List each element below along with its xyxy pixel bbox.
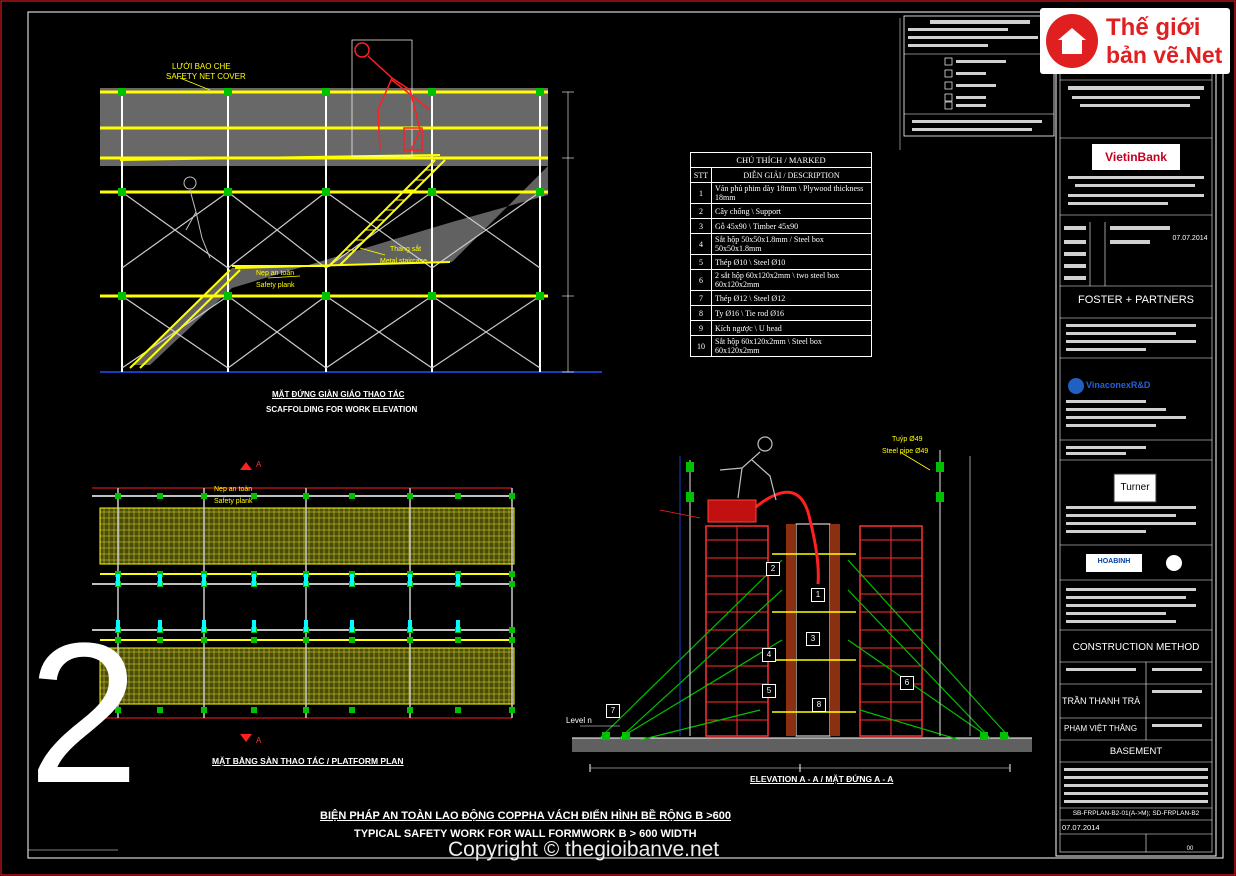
date-top: 07.07.2014 (1172, 235, 1208, 242)
house-icon (1046, 14, 1098, 68)
legend-header-row: STT DIỄN GIẢI / DESCRIPTION (691, 168, 871, 183)
marker-tag: 4 (762, 648, 776, 662)
main-title-vi: BIỆN PHÁP AN TOÀN LAO ĐỘNG COPPHA VÁCH Đ… (320, 810, 732, 822)
marker-tag: 7 (606, 704, 620, 718)
legend-row-description: Sắt hộp 50x50x1.8mm / Steel box 50x50x1.… (715, 235, 824, 253)
legend-row-description: Cây chống \ Support (715, 206, 781, 216)
legend-row-description: Thép Ø10 \ Steel Ø10 (715, 257, 786, 267)
worker-figure-section (719, 436, 777, 501)
legend-row-description: 2 sắt hộp 60x120x2mm \ two steel box 60x… (715, 271, 840, 289)
level-basement: BASEMENT (1109, 746, 1163, 757)
legend-row-number: 2 (691, 204, 712, 218)
scaffold-elevation (100, 39, 602, 373)
section-elevation (572, 436, 1032, 772)
legend-col-stt: STT (691, 168, 712, 182)
legend-row-number: 5 (691, 255, 712, 269)
plan-plank-label-en: Safety plank (214, 498, 253, 505)
title-block-lines (1060, 79, 1212, 852)
legend-col-desc: DIỄN GIẢI / DESCRIPTION (743, 170, 840, 180)
platform-plan (92, 462, 515, 742)
turner-logo: Turner (1120, 482, 1150, 493)
main-title-en: TYPICAL SAFETY WORK FOR WALL FORMWORK B … (354, 828, 697, 840)
safety-net-label-vi: LƯỚI BAO CHE (172, 62, 231, 71)
vietinbank-logo-box (1092, 144, 1180, 170)
pipe-label-vi: Tuýp Ø49 (892, 436, 923, 443)
elevation-title-vi: MẶT ĐỨNG GIÀN GIÁO THAO TÁC (272, 390, 405, 399)
hoabinh-logo: HOABINH (1097, 558, 1131, 565)
legend-row-number: 8 (691, 306, 712, 320)
section-title: ELEVATION A - A / MẶT ĐỨNG A - A (750, 774, 894, 784)
safety-net-label-en: SAFETY NET COVER (166, 72, 246, 81)
site-logo[interactable]: Thế giới bản vẽ.Net (1040, 8, 1230, 74)
copyright-watermark: Copyright © thegioibanve.net (448, 838, 720, 861)
legend-row-description: Gỗ 45x90 \ Timber 45x90 (715, 221, 799, 231)
legend-row-number: 9 (691, 321, 712, 335)
legend-row-number: 3 (691, 219, 712, 233)
legend-row-description: Ty Ø16 \ Tie rod Ø16 (715, 308, 785, 318)
legend-row-number: 10 (691, 336, 712, 356)
stair-label-vi: Thang sắt (390, 246, 422, 253)
logo-text-line2: bản vẽ.Net (1106, 42, 1223, 68)
architect-name: FOSTER + PARTNERS (1077, 294, 1195, 306)
plan-plank-label-vi: Nẹp an toàn (214, 486, 253, 493)
vietinbank-logo: VietinBank (1105, 150, 1167, 164)
worker-figure-red (354, 42, 431, 153)
construction-method: CONSTRUCTION METHOD (1072, 642, 1200, 653)
title-block-text-bars (1064, 86, 1208, 803)
marker-tag: 5 (762, 684, 776, 698)
logo-text-line1: Thế giới (1106, 14, 1201, 41)
legend-title: CHÚ THÍCH / MARKED (691, 153, 871, 168)
marker-tag: 6 (900, 676, 914, 690)
marker-tag: 1 (811, 588, 825, 602)
legend-row-number: 6 (691, 270, 712, 290)
elevation-title-en: SCAFFOLDING FOR WORK ELEVATION (266, 405, 418, 414)
worker-figure-stair (183, 176, 211, 259)
stair-label-en: Metal staircase (380, 258, 428, 265)
plank-label-en: Safety plank (256, 282, 295, 289)
legend-row-number: 4 (691, 234, 712, 254)
rd-logo: VinaconexR&D (1086, 380, 1151, 390)
legend-row-number: 1 (691, 183, 712, 203)
plank-label-vi: Nẹp an toàn (256, 270, 295, 277)
marker-tag: 2 (766, 562, 780, 576)
drawing-number: SB-FRPLAN-B2-01(A->M); SD-FRPLAN-B2 (1072, 810, 1200, 817)
plan-title: MẶT BẰNG SÀN THAO TÁC / PLATFORM PLAN (212, 756, 404, 766)
legend-row-description: Ván phủ phim dày 18mm \ Plywood thicknes… (715, 184, 864, 202)
legend-row-description: Sắt hộp 60x120x2mm \ Steel box 60x120x2m… (715, 337, 822, 355)
sheet-number: 2 (28, 602, 140, 825)
revision: 00 (1186, 846, 1194, 852)
marker-tag: 3 (806, 632, 820, 646)
drawn-by: TRẦN THANH TRÀ (1062, 696, 1141, 706)
section-mark-top: A (256, 460, 262, 469)
checked-by: PHẠM VIỆT THẮNG (1064, 724, 1138, 733)
legend-row-description: Kích ngược \ U head (715, 323, 782, 333)
legend-table: CHÚ THÍCH / MARKED STT DIỄN GIẢI / DESCR… (690, 152, 872, 357)
legend-row-number: 7 (691, 291, 712, 305)
date-bottom: 07.07.2014 (1062, 823, 1100, 832)
level-label: Level n (566, 716, 592, 725)
legend-row-description: Thép Ø12 \ Steel Ø12 (715, 293, 786, 303)
marker-tag: 8 (812, 698, 826, 712)
pipe-label-en: Steel pipe Ø49 (882, 448, 929, 455)
section-mark-bottom: A (256, 736, 262, 745)
